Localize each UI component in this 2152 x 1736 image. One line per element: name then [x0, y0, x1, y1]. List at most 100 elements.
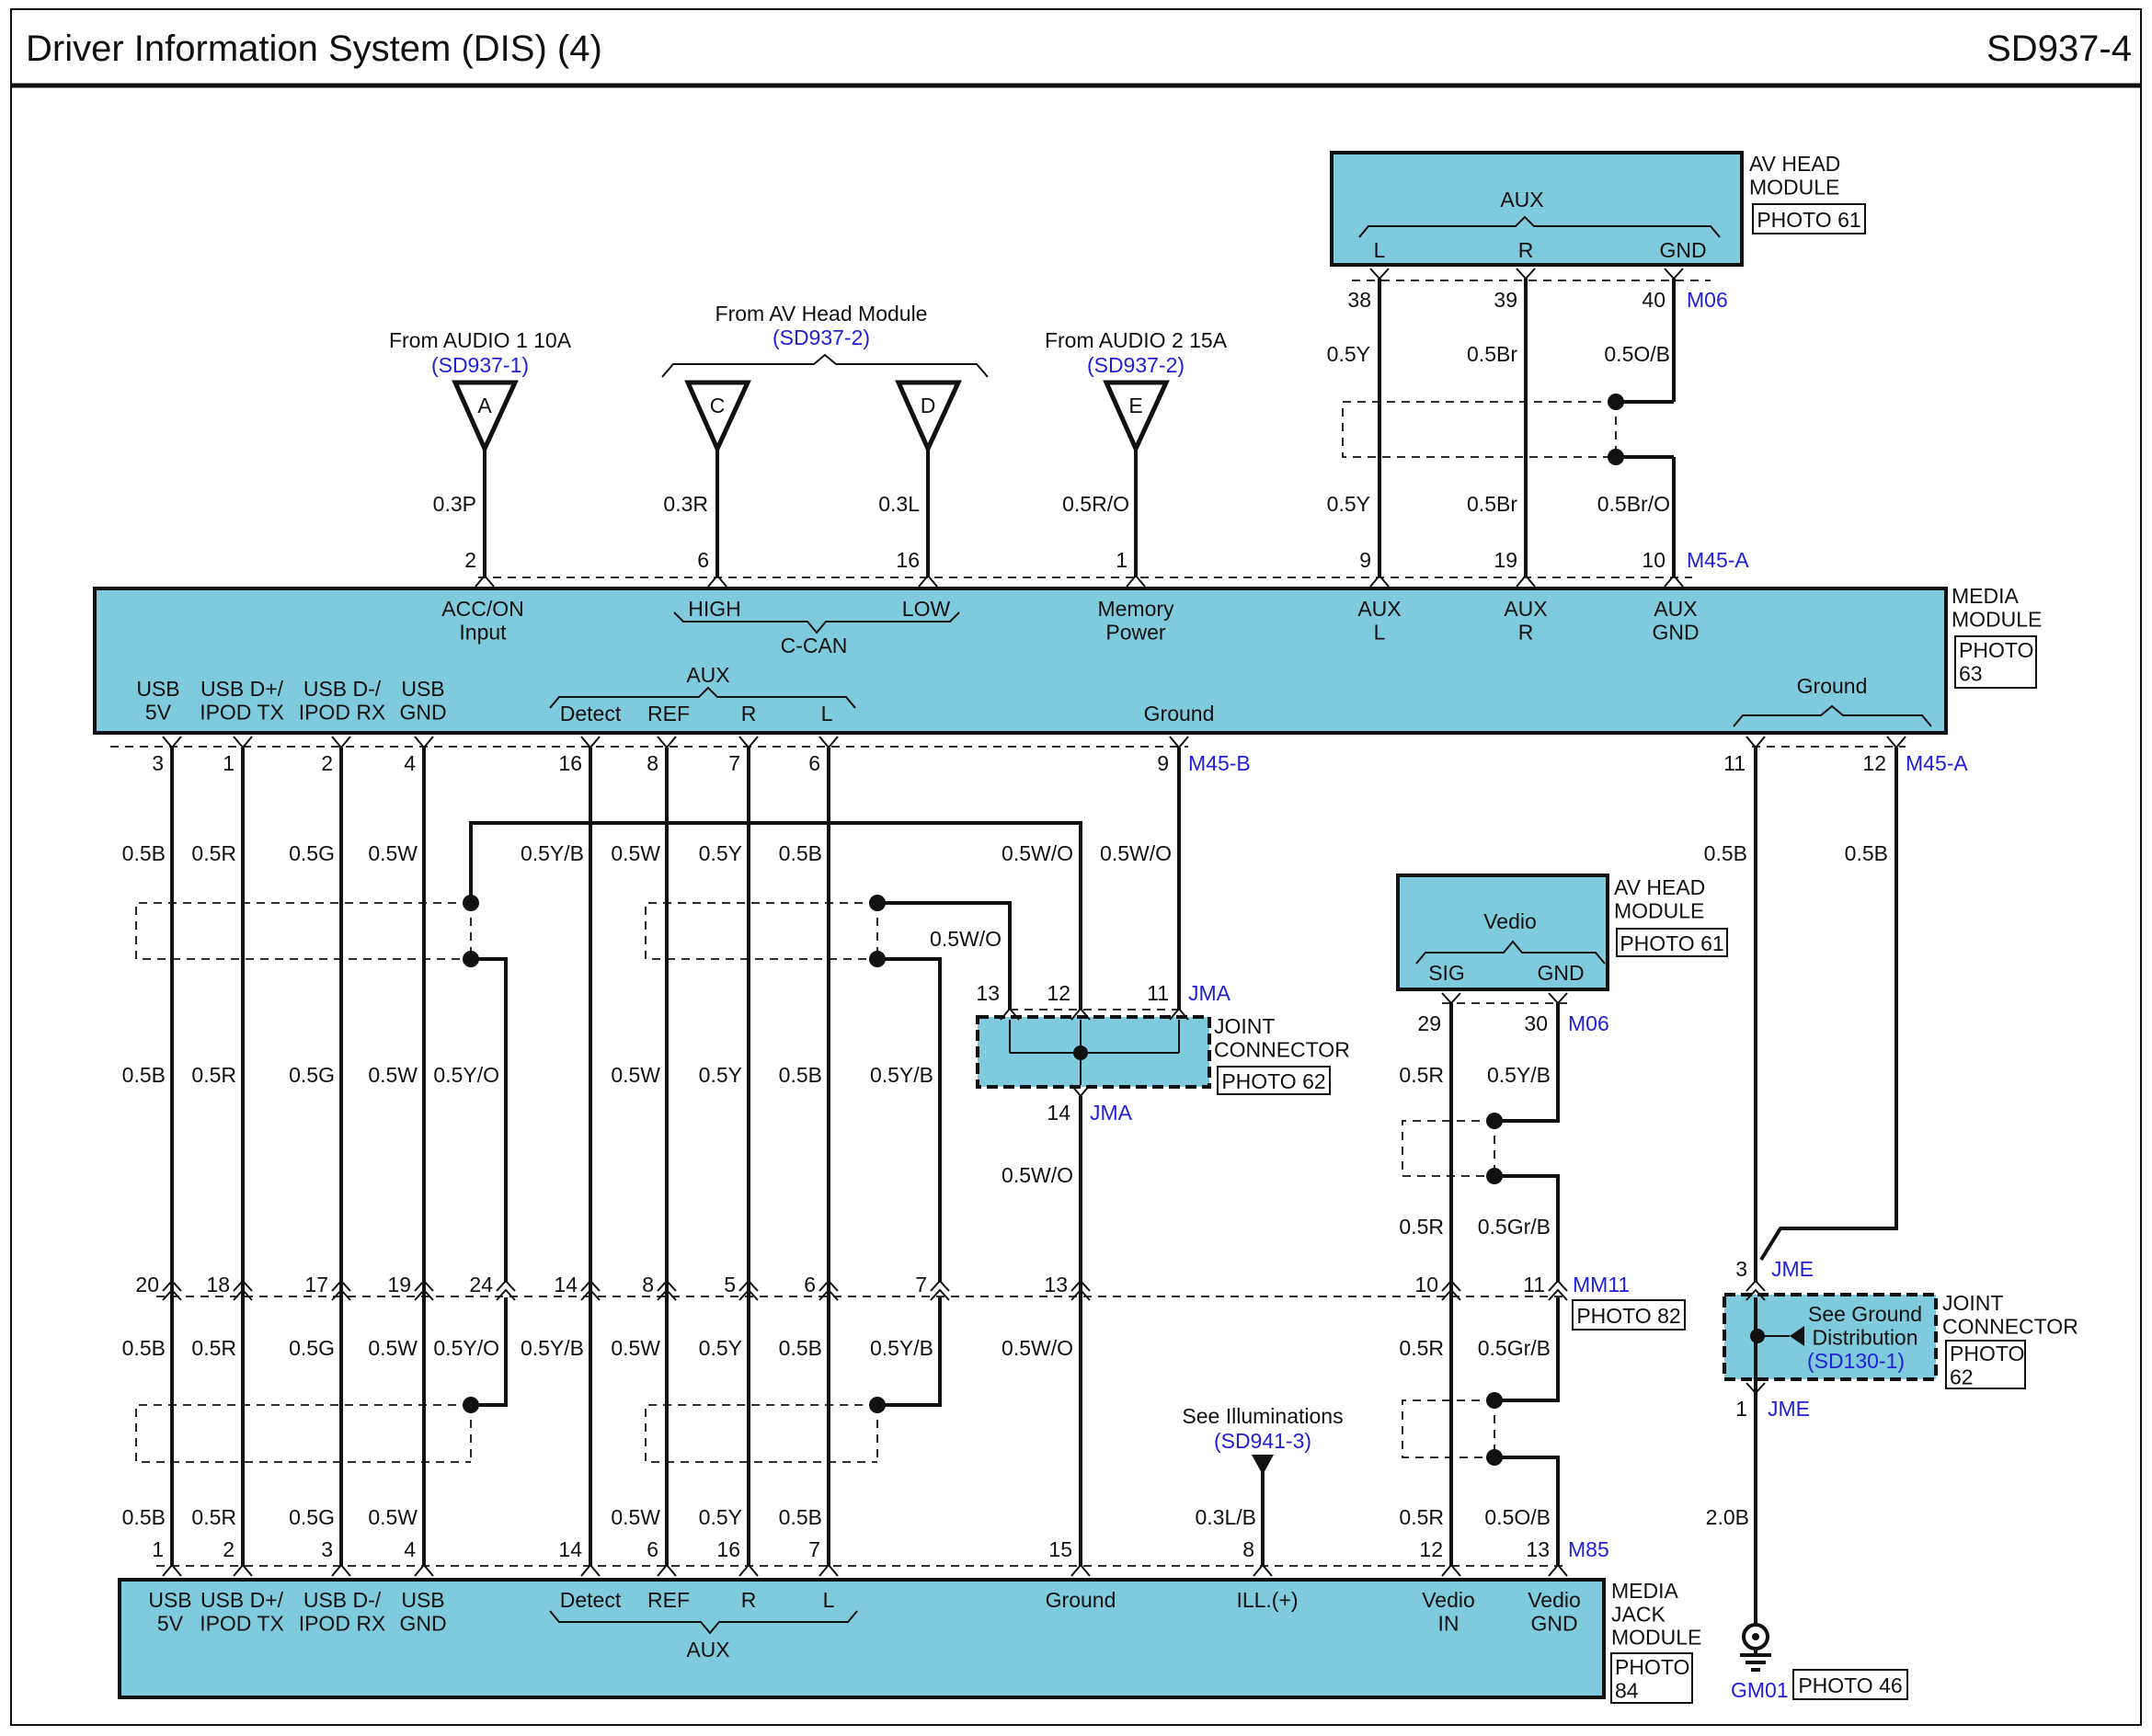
jme-conn-bottom: JME	[1768, 1397, 1810, 1421]
av-head-top-wires	[1342, 268, 1711, 577]
wire-r4-usb5v: 0.5B	[122, 1505, 166, 1529]
mm11-pin-6: 6	[804, 1273, 816, 1296]
wire-vedio-gnd-a: 0.5Y/B	[1487, 1063, 1551, 1087]
wire-r4-l: 0.5B	[779, 1505, 822, 1529]
wire-vedio-sig-b: 0.5R	[1399, 1215, 1444, 1239]
media-bottom-connector	[110, 736, 1906, 749]
jack-pin-4: 4	[404, 1537, 416, 1561]
mm11-pin-13: 13	[1044, 1273, 1068, 1296]
mm11-connector	[156, 1279, 1568, 1301]
wire-r2-l: 0.5B	[779, 1063, 822, 1087]
page-title: Driver Information System (DIS) (4)	[26, 29, 602, 69]
mm11-pin-20: 20	[135, 1273, 159, 1296]
av-head-top-photo-box	[1752, 203, 1866, 234]
source-d-letter: D	[921, 394, 936, 417]
illum-label: See Illuminations	[1182, 1404, 1343, 1428]
mm11-pin-17: 17	[304, 1273, 328, 1296]
wire-r1-detect: 0.5Y/B	[521, 841, 584, 865]
wire-r2-ref: 0.5W	[611, 1063, 660, 1087]
mm-label-low: LOW	[902, 597, 951, 621]
wire-r1-usbdp: 0.5R	[191, 841, 236, 865]
mm11-pin-10: 10	[1414, 1273, 1438, 1296]
jme-conn-top: JME	[1771, 1257, 1814, 1281]
mm-bot-pin-9: 9	[1157, 751, 1169, 775]
mm-label-l: L	[821, 702, 833, 725]
jma-pin-13: 13	[976, 981, 1000, 1005]
av-head-top-conn: M06	[1687, 288, 1728, 312]
jack-aux-group: AUX	[686, 1638, 729, 1662]
source-c-letter: C	[710, 394, 726, 417]
av-head-top-photo: PHOTO 61	[1757, 208, 1860, 232]
wire-r1-wo-a: 0.5W/O	[1002, 841, 1073, 865]
source-e-letter: E	[1128, 394, 1142, 417]
ground-name: GM01	[1731, 1678, 1789, 1702]
wire-r3-yo: 0.5Y/O	[433, 1336, 499, 1360]
jack-conn: M85	[1568, 1537, 1609, 1561]
mm11-conn: MM11	[1573, 1273, 1630, 1296]
mm-bot-pin-7: 7	[728, 751, 740, 775]
jack-pin-6: 6	[647, 1537, 658, 1561]
jme-connector	[1746, 1279, 1804, 1395]
mm-label-c-can: C-CAN	[781, 634, 848, 657]
jack-pin-2: 2	[223, 1537, 235, 1561]
mm-label-ground: Ground	[1144, 702, 1215, 725]
jma-out-wire: 0.5W/O	[1002, 1163, 1073, 1187]
av-head-mid-connector	[1441, 992, 1568, 1005]
mm-label-detect: Detect	[560, 702, 622, 725]
av-head-top-pin-l: L	[1374, 238, 1386, 262]
wire-r3-vedio-sig: 0.5R	[1399, 1336, 1444, 1360]
jack-label-usb-dm: USB D-/IPOD RX	[299, 1588, 386, 1635]
wire-r1-l: 0.5B	[779, 841, 822, 865]
mm11-pin-14: 14	[554, 1273, 578, 1296]
jack-label-r: R	[741, 1588, 757, 1612]
mm-bot-conn-a: M45-A	[1906, 751, 1968, 775]
wire-r1-usb5v: 0.5B	[122, 841, 166, 865]
wire-r3-usbgnd: 0.5W	[368, 1336, 418, 1360]
media-jack-module	[118, 1578, 1606, 1699]
mm-can-bracket	[673, 611, 960, 634]
wire-r3-usb5v: 0.5B	[122, 1336, 166, 1360]
wire-source-a: 0.3P	[433, 492, 476, 516]
wire-r3-wo: 0.5W/O	[1002, 1336, 1073, 1360]
wire-r4-usbdp: 0.5R	[191, 1505, 236, 1529]
wire-source-e: 0.5R/O	[1062, 492, 1129, 516]
jack-pin-13: 13	[1526, 1537, 1550, 1561]
av-head-top-pin-38: 38	[1347, 288, 1371, 312]
mm-bot-pin-6: 6	[808, 751, 820, 775]
source-e-ref: (SD937-2)	[1087, 353, 1185, 377]
mm-label-high: HIGH	[688, 597, 741, 621]
jack-label-ref: REF	[647, 1588, 690, 1612]
av-head-top-pin-39: 39	[1494, 288, 1517, 312]
av-head-source-label: From AV Head Module	[715, 302, 928, 326]
jack-label-l: L	[823, 1588, 835, 1612]
av-head-top-pin-r: R	[1518, 238, 1534, 262]
source-a-label: From AUDIO 1 10A	[389, 328, 572, 352]
av-head-mid-photo-box	[1616, 928, 1728, 957]
av-head-top-pin-gnd: GND	[1659, 238, 1706, 262]
source-c: C	[684, 380, 751, 455]
jma-internals	[1000, 1007, 1189, 1098]
jack-label-detect: Detect	[560, 1588, 622, 1612]
jme-pin-1: 1	[1735, 1397, 1747, 1421]
mm-label-ref: REF	[647, 702, 690, 725]
jme-note-ref: (SD130-1)	[1807, 1349, 1905, 1373]
shield-loops	[135, 895, 1503, 1466]
wire-source-d: 0.3L	[878, 492, 920, 516]
av-head-mid-photo: PHOTO 61	[1620, 931, 1723, 955]
media-module-photo-box	[1954, 635, 2037, 689]
illum-ref: (SD941-3)	[1214, 1429, 1311, 1453]
wire-r2-usbdp: 0.5R	[191, 1063, 236, 1087]
wire-r1-usbgnd: 0.5W	[368, 841, 418, 865]
mm-label-usb-dm: USB D-/IPOD RX	[299, 677, 386, 724]
top-source-wires	[483, 449, 1138, 577]
mm11-pin-11: 11	[1523, 1273, 1545, 1296]
wire-r1-r: 0.5Y	[699, 841, 742, 865]
ground-photo: PHOTO 46	[1798, 1673, 1902, 1697]
wire-r4-ground: 2.0B	[1706, 1505, 1749, 1529]
